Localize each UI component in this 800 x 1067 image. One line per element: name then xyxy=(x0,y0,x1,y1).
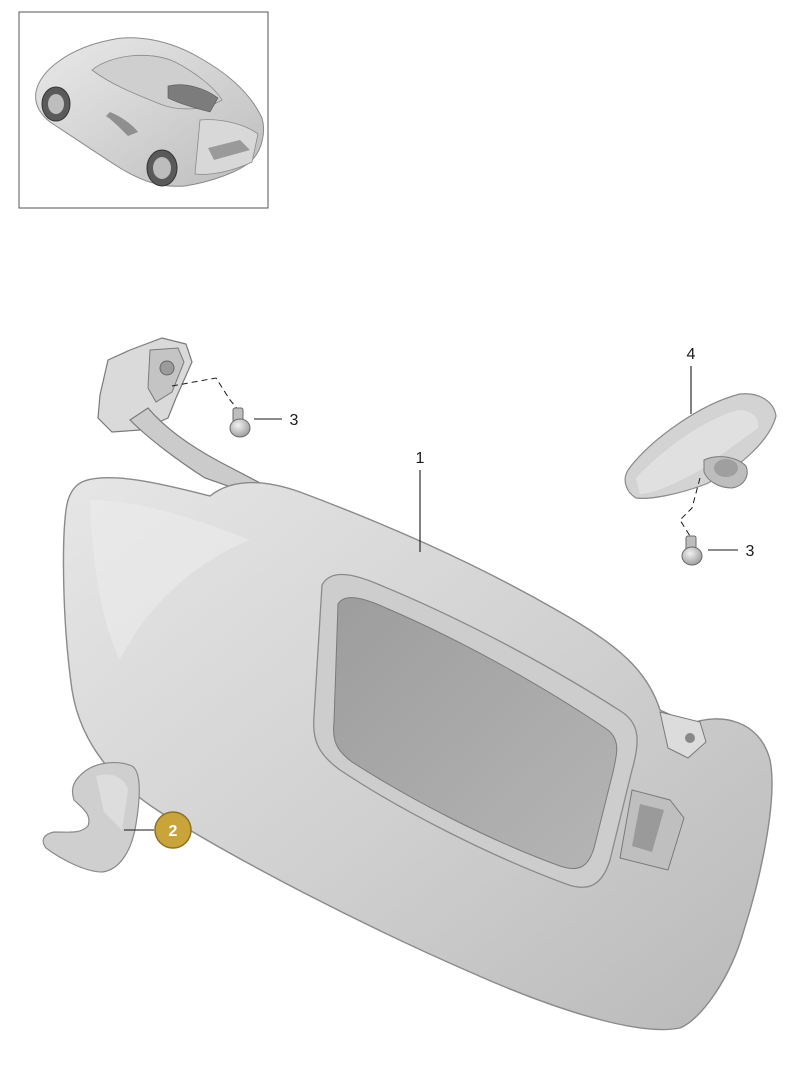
car-thumbnail-icon xyxy=(35,37,265,187)
callout-1[interactable]: 1 xyxy=(416,450,425,552)
callout-3-right-label: 3 xyxy=(746,543,755,560)
screw-right-icon[interactable] xyxy=(679,477,703,566)
callout-3-right[interactable]: 3 xyxy=(708,543,755,560)
callout-4-label: 4 xyxy=(687,346,696,363)
callout-3-left[interactable]: 3 xyxy=(254,412,299,429)
callout-1-label: 1 xyxy=(416,450,425,467)
rear-view-mirror-icon[interactable] xyxy=(624,393,777,499)
screw-left-icon[interactable] xyxy=(171,377,251,438)
callout-3-left-label: 3 xyxy=(290,412,299,429)
callout-2[interactable]: 2 xyxy=(124,811,192,849)
assembly-dash-line xyxy=(171,377,241,413)
callout-2-badge xyxy=(154,811,192,849)
callout-2-label: 2 xyxy=(169,823,178,840)
callout-4[interactable]: 4 xyxy=(687,346,696,414)
cover-cap-icon[interactable] xyxy=(42,762,140,873)
assembly-dash-line xyxy=(679,477,701,537)
sun-visor-icon[interactable] xyxy=(62,337,773,1031)
car-thumbnail xyxy=(18,11,269,209)
